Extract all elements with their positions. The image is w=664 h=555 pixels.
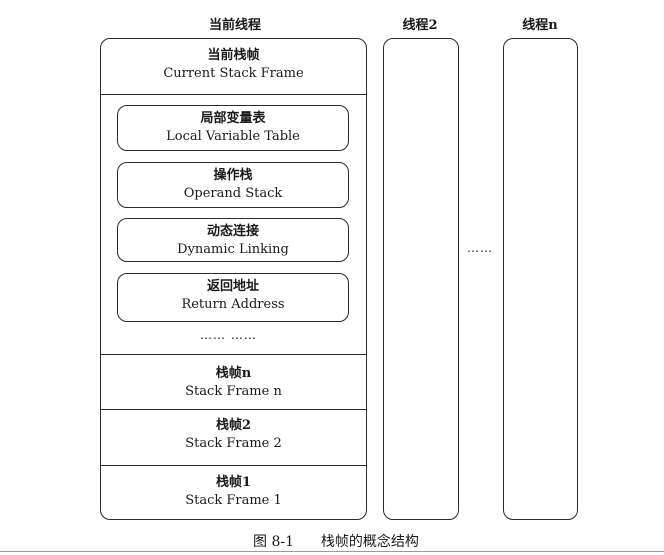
thread-2-box (383, 38, 459, 520)
stack-frame-1: 栈帧1 Stack Frame 1 (100, 474, 367, 510)
current-stack-frame-zh: 当前栈帧 (207, 48, 260, 63)
dynamic-linking-box: 动态连接 Dynamic Linking (117, 218, 349, 262)
figure-caption: 图 8-1 栈帧的概念结构 (253, 531, 419, 551)
bottom-rule (0, 551, 664, 552)
stack-frame-1-en: Stack Frame 1 (185, 493, 282, 508)
return-address-en: Return Address (181, 297, 285, 312)
stack-frame-2-zh: 栈帧2 (215, 418, 252, 433)
operand-stack-box: 操作栈 Operand Stack (117, 162, 349, 208)
local-variable-table-zh: 局部变量表 (200, 111, 266, 126)
stack-frame-2: 栈帧2 Stack Frame 2 (100, 417, 367, 453)
stack-frame-n: 栈帧n Stack Frame n (100, 365, 367, 401)
stack-frame-n-zh: 栈帧n (215, 366, 252, 381)
divider-frame-1 (100, 465, 367, 466)
divider-frame-2 (100, 409, 367, 410)
figure-number: 图 8-1 (253, 534, 294, 550)
dynamic-linking-zh: 动态连接 (206, 224, 259, 239)
operand-stack-en: Operand Stack (183, 186, 283, 201)
local-variable-table-en: Local Variable Table (166, 129, 300, 144)
divider-current-frame (100, 94, 367, 95)
local-variable-table-box: 局部变量表 Local Variable Table (117, 105, 349, 151)
return-address-zh: 返回地址 (206, 279, 259, 294)
stack-frame-2-en: Stack Frame 2 (185, 436, 282, 451)
stack-frame-n-en: Stack Frame n (185, 384, 282, 399)
current-stack-frame: 当前栈帧 Current Stack Frame (100, 47, 367, 83)
figure-title: 栈帧的概念结构 (320, 534, 419, 550)
divider-frame-n (100, 354, 367, 355)
operand-stack-zh: 操作栈 (213, 168, 253, 183)
thread-n-title: 线程n (522, 18, 558, 33)
stack-frame-1-zh: 栈帧1 (215, 475, 252, 490)
thread-2-title: 线程2 (402, 18, 438, 33)
return-address-box: 返回地址 Return Address (117, 273, 349, 322)
current-thread-title: 当前线程 (208, 18, 261, 33)
thread-n-box (503, 38, 578, 520)
inner-ellipsis: …… …… (200, 328, 257, 342)
between-threads-ellipsis: …… (467, 241, 493, 255)
current-stack-frame-en: Current Stack Frame (163, 66, 304, 81)
dynamic-linking-en: Dynamic Linking (177, 242, 289, 257)
